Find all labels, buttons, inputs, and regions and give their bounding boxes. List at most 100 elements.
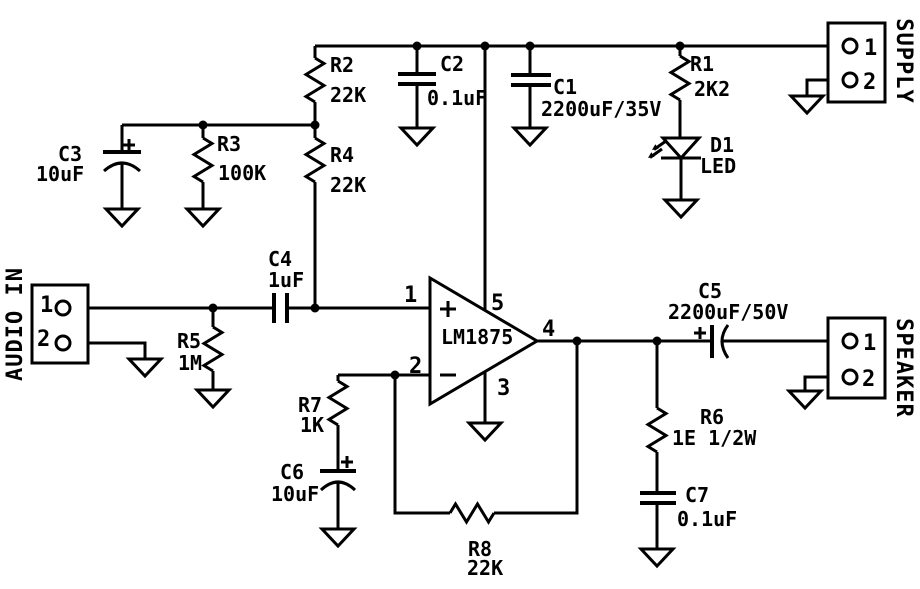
capacitor-c2 bbox=[398, 72, 436, 86]
resistor-r1 bbox=[668, 54, 692, 102]
c4-value-label: 1uF bbox=[268, 268, 304, 292]
junction-dot bbox=[310, 303, 320, 313]
noninverting-plus-mark bbox=[440, 301, 456, 317]
resistor-r4 bbox=[303, 136, 327, 184]
r4-ref-label: R4 bbox=[330, 143, 354, 167]
audio-in-label: AUDIO IN bbox=[3, 267, 28, 381]
resistor-r8 bbox=[448, 501, 496, 525]
ground-c3 bbox=[102, 207, 142, 229]
opamp-lm1875: LM1875 1 2 3 4 5 bbox=[404, 275, 555, 407]
c6-ref-label: C6 bbox=[280, 460, 304, 484]
r6-value-label: 1E 1/2W bbox=[672, 426, 757, 450]
ground-led bbox=[661, 198, 701, 220]
c7-ref-label: C7 bbox=[685, 483, 709, 507]
resistor-r7 bbox=[326, 379, 350, 427]
connector-supply: 1 2 SUPPLY bbox=[826, 18, 916, 104]
supply-body bbox=[826, 21, 887, 104]
c3-ref-label: C3 bbox=[58, 142, 82, 166]
resistor-r6 bbox=[645, 406, 669, 454]
speaker-label: SPEAKER bbox=[891, 318, 916, 418]
wire-feedback-right bbox=[494, 341, 579, 515]
r2-ref-label: R2 bbox=[330, 53, 354, 77]
speaker-body bbox=[826, 316, 887, 400]
c7-value-label: 0.1uF bbox=[677, 507, 737, 531]
d1-value-label: LED bbox=[700, 154, 736, 178]
supply-label: SUPPLY bbox=[891, 18, 916, 103]
junction-dot bbox=[572, 336, 582, 346]
ground-pin3 bbox=[465, 421, 505, 443]
c5-plus-polarity-mark bbox=[694, 327, 706, 339]
audio-in-pin2-terminal bbox=[54, 334, 72, 352]
capacitor-c6-curved-plate bbox=[319, 480, 357, 492]
junction-dot bbox=[525, 41, 535, 51]
led-light-arrowhead bbox=[652, 144, 659, 150]
capacitor-c7 bbox=[640, 491, 676, 505]
connector-speaker: 1 2 SPEAKER bbox=[826, 316, 916, 418]
junction-dot bbox=[675, 41, 685, 51]
c2-ref-label: C2 bbox=[440, 52, 464, 76]
ground-r3 bbox=[183, 207, 223, 229]
capacitor-symbols bbox=[103, 72, 730, 505]
r3-value-label: 100K bbox=[218, 161, 266, 185]
junction-dot bbox=[412, 41, 422, 51]
supply-pin1-number: 1 bbox=[864, 36, 877, 61]
d1-ref-label: D1 bbox=[710, 133, 734, 157]
opamp-pin3-label: 3 bbox=[497, 376, 510, 401]
ground-supply-pin2 bbox=[787, 94, 827, 116]
resistor-r2 bbox=[303, 56, 327, 104]
c1-ref-label: C1 bbox=[553, 75, 577, 99]
r7-value-label: 1K bbox=[300, 413, 324, 437]
capacitor-c5-curved-plate bbox=[720, 324, 730, 359]
ground-c2 bbox=[397, 126, 437, 148]
ground-c6 bbox=[318, 527, 358, 549]
led-light-arrowhead bbox=[648, 152, 655, 158]
led-triangle bbox=[659, 136, 703, 161]
r2-value-label: 22K bbox=[330, 83, 366, 107]
speaker-pin2-terminal bbox=[841, 368, 859, 386]
c3-plus-polarity-mark bbox=[123, 139, 135, 151]
opamp-pin1-label: 1 bbox=[404, 283, 417, 308]
r3-ref-label: R3 bbox=[217, 132, 241, 156]
speaker-pin2-number: 2 bbox=[862, 367, 875, 392]
capacitor-c4 bbox=[272, 293, 289, 323]
c1-value-label: 2200uF/35V bbox=[541, 97, 661, 121]
c6-value-label: 10uF bbox=[271, 482, 319, 506]
wire-audio-pin2-ground bbox=[70, 341, 147, 359]
ground-speaker-pin2 bbox=[785, 389, 825, 411]
junction-dot bbox=[652, 336, 662, 346]
junction-dots bbox=[198, 41, 685, 380]
resistor-symbols bbox=[191, 54, 692, 525]
junction-dot bbox=[390, 370, 400, 380]
r1-value-label: 2K2 bbox=[694, 77, 730, 101]
junction-dot bbox=[480, 41, 490, 51]
ground-c7 bbox=[637, 547, 677, 569]
speaker-pin1-number: 1 bbox=[863, 331, 876, 356]
r8-value-label: 22K bbox=[467, 556, 503, 580]
c6-plus-polarity-mark bbox=[341, 456, 353, 468]
r1-ref-label: R1 bbox=[690, 52, 714, 76]
opamp-pin4-label: 4 bbox=[542, 317, 555, 342]
opamp-pin5-label: 5 bbox=[491, 291, 504, 316]
supply-pin2-terminal bbox=[841, 71, 859, 89]
capacitor-c1 bbox=[511, 73, 551, 87]
speaker-pin1-terminal bbox=[841, 332, 859, 350]
supply-pin1-terminal bbox=[841, 37, 859, 55]
resistor-r5 bbox=[201, 325, 225, 373]
connector-audio-in: 1 2 AUDIO IN bbox=[3, 267, 90, 381]
opamp-part-label: LM1875 bbox=[441, 325, 513, 349]
resistor-r3 bbox=[191, 136, 215, 184]
r8-ref-label: R8 bbox=[468, 537, 492, 561]
r7-ref-label: R7 bbox=[298, 393, 322, 417]
audio-in-pin1-terminal bbox=[54, 299, 72, 317]
c2-value-label: 0.1uF bbox=[427, 86, 487, 110]
ground-c1 bbox=[510, 126, 550, 148]
audio-in-pin1-number: 1 bbox=[40, 293, 53, 318]
junction-dot bbox=[208, 303, 218, 313]
junction-dot bbox=[310, 120, 320, 130]
c3-value-label: 10uF bbox=[36, 162, 84, 186]
r4-value-label: 22K bbox=[330, 173, 366, 197]
ground-r5 bbox=[193, 388, 233, 410]
supply-pin2-number: 2 bbox=[863, 70, 876, 95]
capacitor-c3-curved-plate bbox=[103, 161, 141, 173]
